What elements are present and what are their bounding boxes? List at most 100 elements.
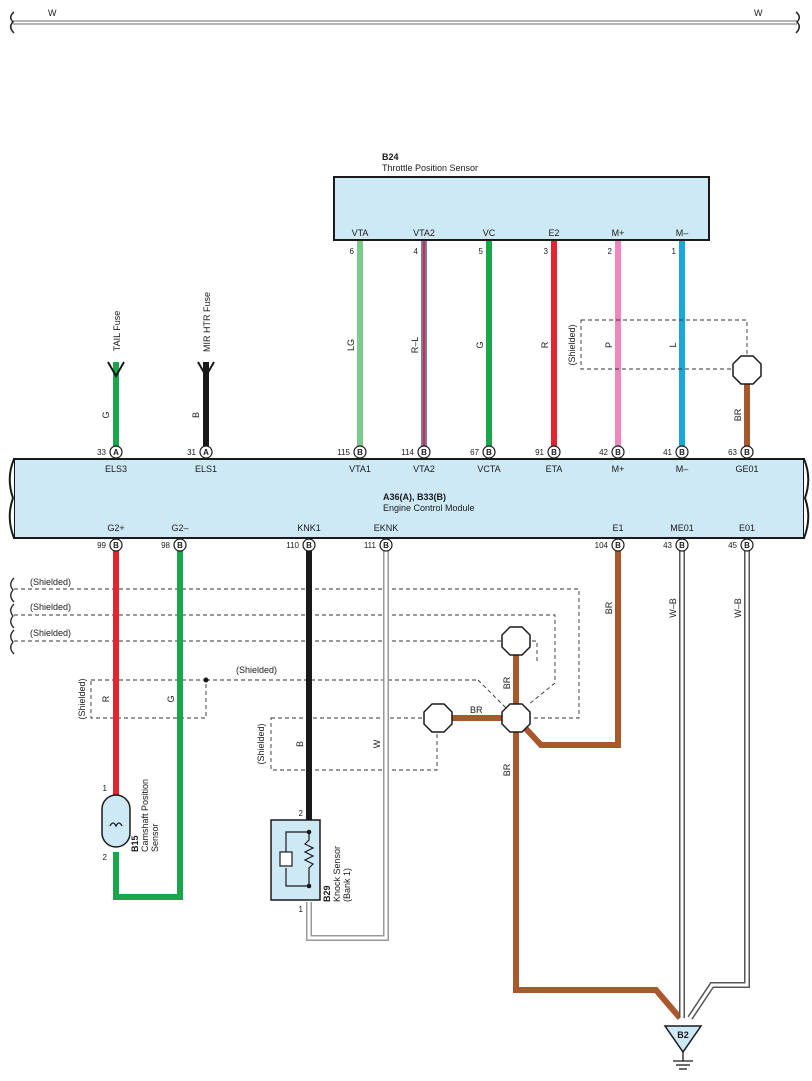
bus-label-left: W [48, 8, 57, 18]
svg-text:67: 67 [470, 448, 479, 457]
svg-text:31: 31 [187, 448, 196, 457]
wire-label-r-cam: R [101, 695, 111, 702]
shielded-label-cam: (Shielded) [236, 665, 277, 675]
motor-shield: (Shielded) BR [567, 319, 762, 450]
cam-sensor-code: B15 [130, 835, 140, 852]
wire-label-br-e1: BR [604, 601, 614, 614]
wire-label-wb-me01: W–B [668, 598, 678, 618]
fuse-wires: TAIL Fuse G MIR HTR Fuse B [101, 292, 215, 450]
wire-label-br-top: BR [502, 676, 512, 689]
svg-text:B: B [486, 448, 492, 457]
svg-text:KNK1: KNK1 [297, 523, 321, 533]
camshaft-wires: R G [101, 551, 183, 900]
throttle-position-sensor: B24 Throttle Position Sensor [333, 152, 710, 241]
svg-text:41: 41 [663, 448, 672, 457]
svg-text:99: 99 [97, 541, 106, 550]
shielded-label-motor: (Shielded) [567, 324, 577, 365]
splice-junction [501, 703, 531, 733]
svg-text:A: A [113, 448, 119, 457]
svg-text:45: 45 [728, 541, 737, 550]
shield-ground-splice [732, 355, 762, 385]
camshaft-shield: (Shielded) (Shielded) [77, 665, 507, 720]
svg-text:63: 63 [728, 448, 737, 457]
svg-text:B: B [615, 448, 621, 457]
wire-label-g-vc: G [475, 341, 485, 348]
splice-knock [423, 703, 453, 733]
svg-text:B: B [177, 541, 183, 550]
ecm-pin-41: B 41 M– [663, 445, 689, 474]
ecm-pin-42: B 42 M+ [599, 445, 625, 474]
tps-term-mplus: M+ [612, 228, 625, 238]
shielded-label-2: (Shielded) [30, 602, 71, 612]
wire-label-br-knock: BR [470, 705, 483, 715]
shielded-label-1: (Shielded) [30, 577, 71, 587]
svg-text:ETA: ETA [546, 464, 563, 474]
ecm-pin-104: E1 B 104 [595, 523, 625, 552]
tps-term-mminus: M– [676, 228, 689, 238]
knock-sensor-name-2: (Bank 1) [342, 868, 352, 902]
tps-name: Throttle Position Sensor [382, 163, 478, 173]
ecm-pin-115: B 115 VTA1 [337, 445, 371, 474]
ecm-pin-110: KNK1 B 110 [286, 523, 321, 552]
svg-text:M+: M+ [612, 464, 625, 474]
ecm-pin-67: B 67 VCTA [470, 445, 501, 474]
wire-label-g-cam: G [166, 695, 176, 702]
tps-term-vc: VC [483, 228, 496, 238]
ecm-pin-45: E01 B 45 [728, 523, 755, 552]
svg-text:43: 43 [663, 541, 672, 550]
svg-text:B: B [306, 541, 312, 550]
tps-pin-3: 3 [544, 247, 549, 256]
ecm-name: Engine Control Module [383, 503, 475, 513]
top-bus: W W [10, 8, 800, 34]
tps-term-vta2: VTA2 [413, 228, 435, 238]
tps-terminals: VTA VTA2 VC E2 M+ M– 6 4 5 3 2 1 LG R–L … [346, 228, 688, 353]
wire-label-lg: LG [346, 339, 356, 351]
svg-text:VTA1: VTA1 [349, 464, 371, 474]
svg-text:B: B [679, 448, 685, 457]
svg-text:B: B [744, 541, 750, 550]
svg-text:33: 33 [97, 448, 106, 457]
tail-fuse-label: TAIL Fuse [112, 311, 122, 352]
svg-text:GE01: GE01 [735, 464, 758, 474]
svg-text:110: 110 [286, 541, 299, 550]
knock-sensor-name-1: Knock Sensor [332, 846, 342, 902]
wire-label-br-ground: BR [502, 763, 512, 776]
knock-sensor: 2 1 B29 Knock Sensor (Bank 1) [270, 809, 352, 914]
svg-text:B: B [113, 541, 119, 550]
ecm-bottom-pins: G2+ B 99 G2– B 98 KNK1 B 110 EKNK B 111 … [97, 523, 755, 552]
ground-splices [423, 626, 531, 733]
tps-term-vta: VTA [352, 228, 369, 238]
wire-label-g-tail: G [101, 411, 111, 418]
ecm-pin-99: G2+ B 99 [97, 523, 125, 552]
svg-text:ME01: ME01 [670, 523, 694, 533]
engine-control-module: A36(A), B33(B) Engine Control Module [8, 458, 810, 539]
shielded-label-3: (Shielded) [30, 628, 71, 638]
wire-label-r-e2: R [540, 341, 550, 348]
svg-text:42: 42 [599, 448, 608, 457]
wire-label-b-knk: B [295, 741, 305, 747]
wire-label-l: L [668, 342, 678, 347]
knock-sensor-code: B29 [322, 885, 332, 902]
svg-text:VCTA: VCTA [477, 464, 500, 474]
mir-htr-fuse-arrow-icon [197, 361, 215, 379]
tail-fuse-arrow-icon [107, 361, 125, 379]
ecm-pin-31: A 31 ELS1 [187, 445, 217, 474]
camshaft-position-sensor: 1 2 B15 Camshaft Position Sensor [101, 779, 160, 862]
wb-ground-wires: W–B W–B [668, 551, 750, 1020]
svg-text:G2–: G2– [171, 523, 188, 533]
tps-pin-4: 4 [414, 247, 419, 256]
svg-text:G2+: G2+ [107, 523, 124, 533]
wire-label-wb-e01: W–B [733, 598, 743, 618]
coil-icon [109, 822, 123, 828]
ground-code: B2 [677, 1030, 689, 1040]
ecm-pin-43: ME01 B 43 [663, 523, 694, 552]
ecm-code: A36(A), B33(B) [383, 492, 446, 502]
tps-pin-1: 1 [672, 247, 677, 256]
svg-text:111: 111 [364, 541, 377, 550]
bus-label-right: W [754, 8, 763, 18]
ecm-pin-114: B 114 VTA2 [401, 445, 435, 474]
ecm-pin-33: A 33 ELS3 [97, 445, 127, 474]
tps-code: B24 [382, 152, 399, 162]
splice-top [501, 626, 531, 656]
